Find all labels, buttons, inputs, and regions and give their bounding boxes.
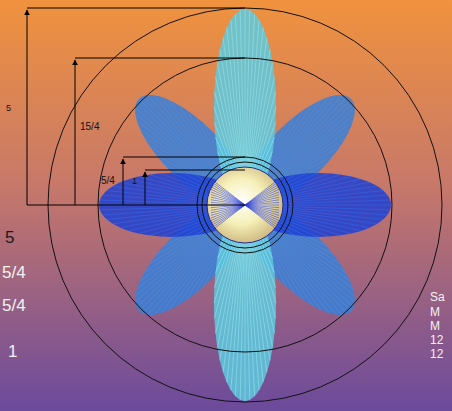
- extension-line: [123, 157, 245, 158]
- side-note: 12: [430, 334, 443, 346]
- dimension-value: 15/4: [80, 122, 99, 132]
- extension-line: [27, 8, 245, 9]
- legend-value: 5: [5, 229, 14, 246]
- legend-value: 5/4: [2, 297, 26, 314]
- dimension-value: 5/4: [101, 176, 115, 186]
- side-note: Sa: [430, 291, 445, 303]
- legend-value: 1: [8, 343, 17, 360]
- side-note: M: [430, 320, 440, 332]
- extension-line: [75, 58, 245, 59]
- dimension-arrow: [145, 172, 146, 205]
- dimension-arrow: [123, 159, 124, 205]
- dimension-value: 5: [6, 104, 11, 113]
- legend-value: 5/4: [2, 264, 26, 281]
- extension-line: [145, 170, 245, 171]
- side-note: 12: [430, 348, 443, 360]
- dimension-arrow: [75, 60, 76, 205]
- dimension-value: 1: [132, 177, 137, 186]
- dimension-arrow: [27, 10, 28, 205]
- extension-line: [27, 205, 245, 206]
- side-note: M: [430, 306, 440, 318]
- dimension-lines: [27, 8, 245, 205]
